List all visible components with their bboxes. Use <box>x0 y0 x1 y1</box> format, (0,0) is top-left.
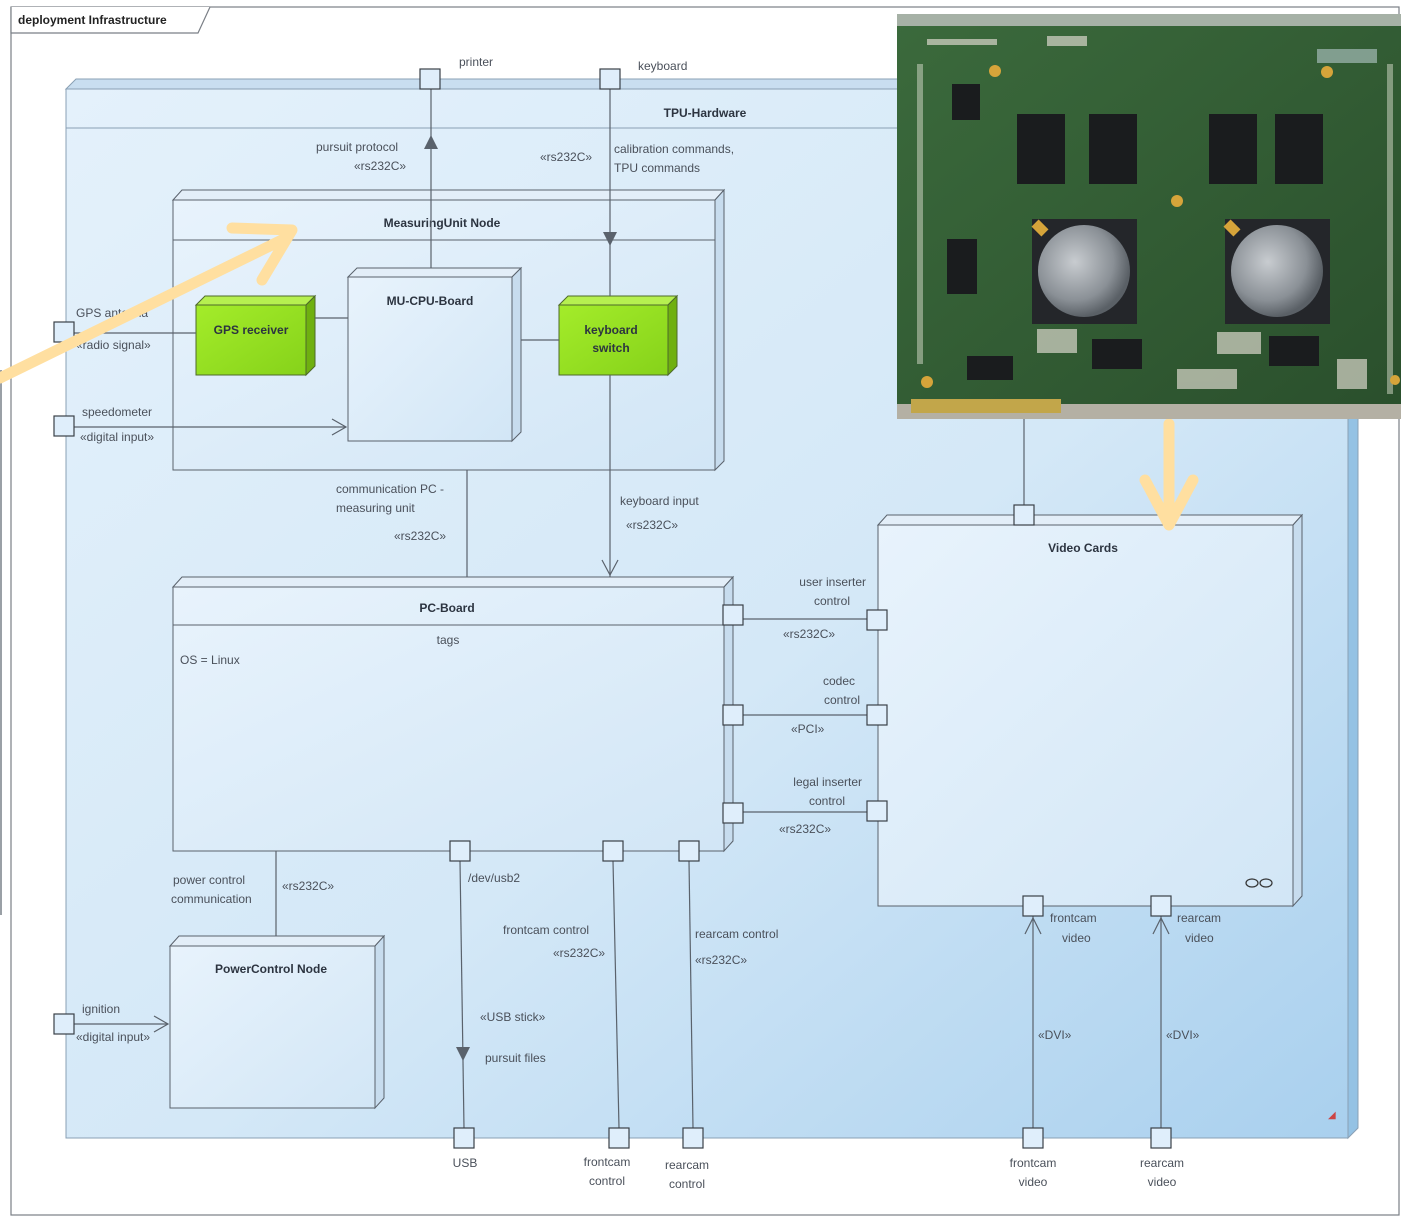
rearcam-video-port-label-2: video <box>1148 1175 1177 1189</box>
pc-board-title: PC-Board <box>419 601 474 615</box>
keyboard-switch-title-2: switch <box>592 341 629 355</box>
video-cards-node[interactable]: Video Cards <box>878 515 1302 906</box>
frontcam-control-port-label-1: frontcam <box>584 1155 631 1169</box>
video-cards-title: Video Cards <box>1048 541 1118 555</box>
pc-board-tag: OS = Linux <box>180 653 240 667</box>
speedometer-port[interactable] <box>54 416 74 436</box>
vc-legal-inserter-port[interactable] <box>867 801 887 821</box>
printer-port[interactable] <box>420 69 440 89</box>
pursuit-type-label: «rs232C» <box>354 159 406 173</box>
rearcam-control-conn-label: rearcam control <box>695 927 778 941</box>
speedometer-label: speedometer <box>82 405 152 419</box>
printer-label: printer <box>459 55 493 69</box>
gps-receiver-node[interactable]: GPS receiver <box>196 296 315 375</box>
dev-usb-label: /dev/usb2 <box>468 871 520 885</box>
ignition-label: ignition <box>82 1002 120 1016</box>
comm-pc-label-1: communication PC - <box>336 482 444 496</box>
frontcam-dvi-label: «DVI» <box>1038 1028 1072 1042</box>
codec-label-2: control <box>824 693 860 707</box>
rearcam-control-port-label-1: rearcam <box>665 1158 709 1172</box>
rc-video-in-label-1: rearcam <box>1177 911 1221 925</box>
keyboard-input-label: keyboard input <box>620 494 699 508</box>
pc-board-section: tags <box>437 633 460 647</box>
pc-rearcam-port[interactable] <box>679 841 699 861</box>
pc-frontcam-port[interactable] <box>603 841 623 861</box>
pc-user-inserter-port[interactable] <box>723 605 743 625</box>
usb-port-label: USB <box>453 1156 478 1170</box>
vc-rearcam-port[interactable] <box>1151 896 1171 916</box>
power-control-node[interactable]: PowerControl Node <box>170 936 384 1108</box>
vc-frontcam-port[interactable] <box>1023 896 1043 916</box>
keyboard-port[interactable] <box>600 69 620 89</box>
rearcam-control-type-label: «rs232C» <box>695 953 747 967</box>
frontcam-control-conn-label: frontcam control <box>503 923 589 937</box>
ignition-type-label: «digital input» <box>76 1030 150 1044</box>
calibration-label-2: TPU commands <box>614 161 700 175</box>
frontcam-video-port-label-1: frontcam <box>1010 1156 1057 1170</box>
pc-board-node[interactable]: PC-Board tags OS = Linux <box>173 577 733 851</box>
vc-top-port[interactable] <box>1014 505 1034 525</box>
fc-video-in-label-1: frontcam <box>1050 911 1097 925</box>
user-inserter-label-2: control <box>814 594 850 608</box>
legal-inserter-label-2: control <box>809 794 845 808</box>
ignition-port[interactable] <box>54 1014 74 1034</box>
usb-stick-label: «USB stick» <box>480 1010 546 1024</box>
rearcam-video-port-label-1: rearcam <box>1140 1156 1184 1170</box>
frontcam-control-port-label-2: control <box>589 1174 625 1188</box>
rearcam-dvi-label: «DVI» <box>1166 1028 1200 1042</box>
comm-pc-type-label: «rs232C» <box>394 529 446 543</box>
frontcam-control-type-label: «rs232C» <box>553 946 605 960</box>
user-inserter-label-1: user inserter <box>799 575 866 589</box>
keyboard-switch-title-1: keyboard <box>584 323 637 337</box>
mu-cpu-title: MU-CPU-Board <box>387 294 474 308</box>
legal-inserter-label-1: legal inserter <box>793 775 862 789</box>
fc-video-in-label-2: video <box>1062 931 1091 945</box>
pursuit-files-label: pursuit files <box>485 1051 546 1065</box>
power-comm-label-1: power control <box>173 873 245 887</box>
power-comm-type-label: «rs232C» <box>282 879 334 893</box>
mu-cpu-board[interactable]: MU-CPU-Board <box>348 268 521 441</box>
speedometer-type-label: «digital input» <box>80 430 154 444</box>
tpu-corner-mark: ◢ <box>1328 1110 1336 1121</box>
keyboard-type-label: «rs232C» <box>540 150 592 164</box>
codec-label-1: codec <box>823 674 855 688</box>
gps-receiver-title: GPS receiver <box>214 323 289 337</box>
rearcam-control-port-label-2: control <box>669 1177 705 1191</box>
power-comm-label-2: communication <box>171 892 252 906</box>
measuring-unit-title: MeasuringUnit Node <box>384 216 501 230</box>
keyboard-switch-node[interactable]: keyboard switch <box>559 296 677 375</box>
pc-legal-inserter-port[interactable] <box>723 803 743 823</box>
circuit-board-photo <box>897 14 1401 419</box>
power-control-title: PowerControl Node <box>215 962 327 976</box>
tpu-title: TPU-Hardware <box>664 106 747 120</box>
usb-port[interactable] <box>454 1128 474 1148</box>
vc-codec-port[interactable] <box>867 705 887 725</box>
user-inserter-type-label: «rs232C» <box>783 627 835 641</box>
frontcam-control-port[interactable] <box>609 1128 629 1148</box>
vc-user-inserter-port[interactable] <box>867 610 887 630</box>
pc-usb-port[interactable] <box>450 841 470 861</box>
keyboard-input-type-label: «rs232C» <box>626 518 678 532</box>
pursuit-protocol-label: pursuit protocol <box>316 140 398 154</box>
frontcam-video-port-label-2: video <box>1019 1175 1048 1189</box>
frame-title: deployment Infrastructure <box>18 13 167 27</box>
rc-video-in-label-2: video <box>1185 931 1214 945</box>
rearcam-video-port[interactable] <box>1151 1128 1171 1148</box>
comm-pc-label-2: measuring unit <box>336 501 415 515</box>
rearcam-control-port[interactable] <box>683 1128 703 1148</box>
codec-type-label: «PCI» <box>791 722 825 736</box>
pc-codec-port[interactable] <box>723 705 743 725</box>
keyboard-label: keyboard <box>638 59 687 73</box>
legal-inserter-type-label: «rs232C» <box>779 822 831 836</box>
calibration-label-1: calibration commands, <box>614 142 734 156</box>
frontcam-video-port[interactable] <box>1023 1128 1043 1148</box>
